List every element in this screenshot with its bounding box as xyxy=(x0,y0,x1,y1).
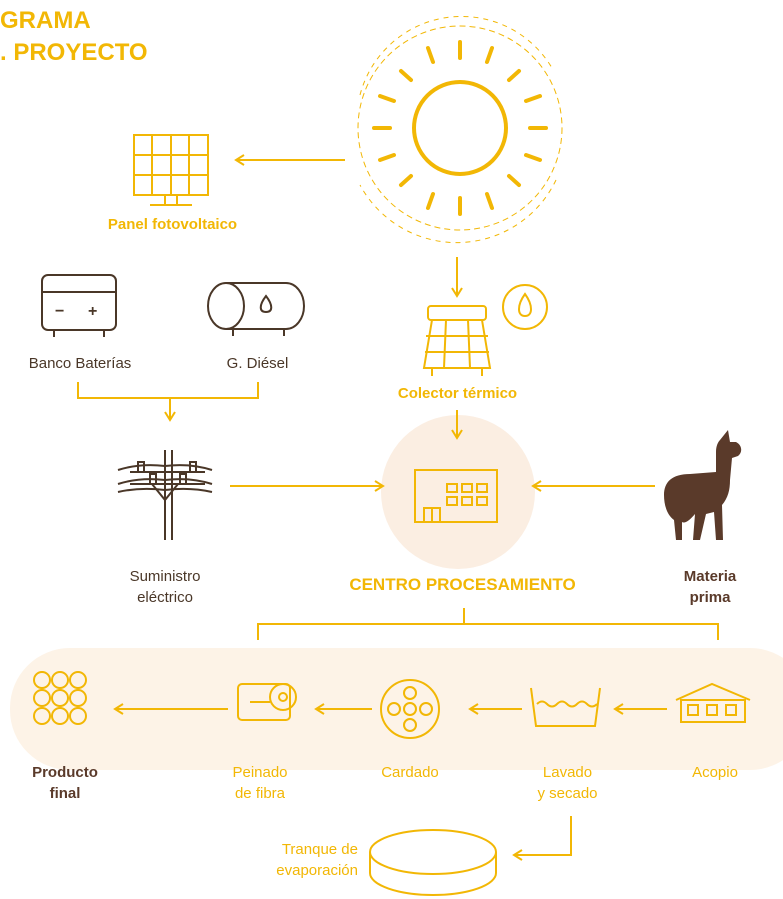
title-line-1: GRAMA xyxy=(0,7,91,34)
washing-label-1: Lavado xyxy=(542,764,593,781)
wool-icon xyxy=(33,671,87,725)
process-band xyxy=(10,648,783,770)
carding-icon xyxy=(380,679,440,739)
pond-label-1: Tranque de xyxy=(281,841,358,858)
storage-barn-icon xyxy=(675,682,751,723)
llama-icon xyxy=(664,430,742,540)
evaporation-pond-icon xyxy=(369,829,497,896)
sun-icon xyxy=(372,40,548,216)
washing-basin-icon xyxy=(530,687,601,727)
battery-minus: − xyxy=(55,303,65,320)
carding-label: Cardado xyxy=(381,764,439,781)
battery-icon xyxy=(41,274,117,337)
title-line-2: . PROYECTO xyxy=(0,39,148,66)
collector-label: Colector térmico xyxy=(397,385,518,402)
supply-label-2: eléctrico xyxy=(137,589,193,606)
arrow-lavado-to-tranque xyxy=(512,816,572,861)
center-label: CENTRO PROCESAMIENTO xyxy=(349,575,576,594)
battery-plus: + xyxy=(88,303,98,320)
product-label-1: Producto xyxy=(32,764,98,781)
diesel-tank-icon xyxy=(207,282,305,336)
combing-label-1: Peinado xyxy=(232,764,288,781)
power-pole-icon xyxy=(117,450,213,540)
diesel-label: G. Diésel xyxy=(226,355,289,372)
connector-center-to-process xyxy=(257,608,719,640)
thermal-collector-icon xyxy=(422,305,492,376)
raw-material-label-2: prima xyxy=(689,589,731,606)
battery-label: Banco Baterías xyxy=(28,355,132,372)
supply-label-1: Suministro xyxy=(129,568,201,585)
combing-label-2: de fibra xyxy=(234,785,286,802)
collection-label: Acopio xyxy=(692,764,738,781)
sun-halo-outer xyxy=(359,15,557,244)
raw-material-label-1: Materia xyxy=(683,568,737,585)
water-drop-icon xyxy=(502,284,548,330)
panel-label: Panel fotovoltaico xyxy=(107,216,238,233)
factory-icon xyxy=(414,469,498,523)
solar-panel-icon xyxy=(133,134,209,206)
pond-label-2: evaporación xyxy=(276,862,358,879)
fiber-roll-icon xyxy=(237,683,297,721)
washing-label-2: y secado xyxy=(537,785,598,802)
connector-battery-diesel xyxy=(77,382,259,399)
product-label-2: final xyxy=(49,785,81,802)
